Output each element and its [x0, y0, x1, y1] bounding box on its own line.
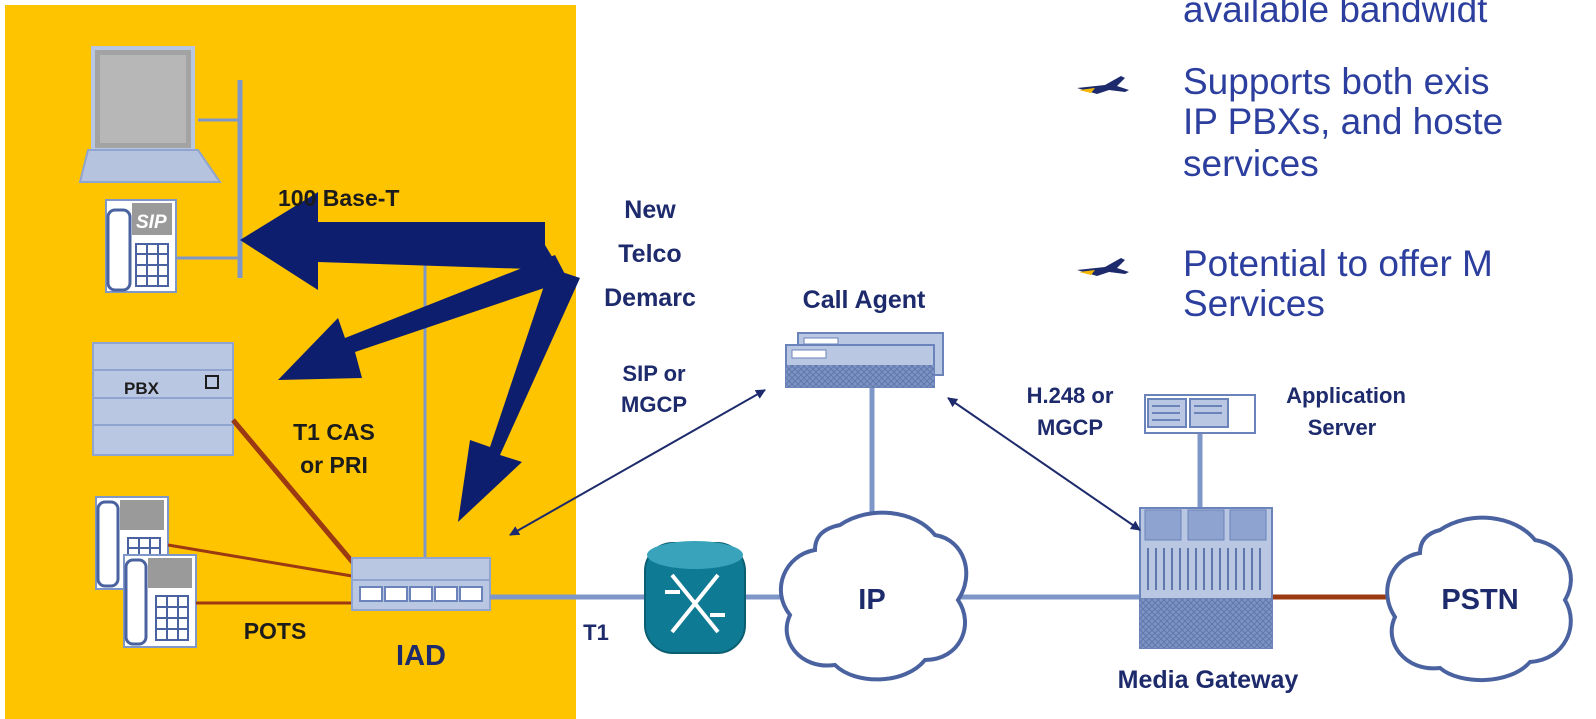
lan-label: 100 Base-T — [278, 185, 399, 211]
h248-signaling-arrow — [947, 397, 1141, 531]
bullet-item-2-line-2: IP PBXs, and hoste — [1183, 101, 1504, 142]
plane-bullet-icon — [1077, 76, 1129, 94]
bullet-item-3-line-2: Services — [1183, 283, 1325, 324]
analog-phone-icon — [123, 554, 197, 648]
bullet-item-3-line-1: Potential to offer M — [1183, 243, 1493, 284]
bullet-item-2-line-1: Supports both exis — [1183, 61, 1490, 102]
plane-bullet-icon — [1077, 258, 1129, 276]
t1-cas-label-line1: T1 CAS — [293, 419, 375, 445]
pstn-cloud-label: PSTN — [1441, 584, 1518, 616]
media-gateway-label: Media Gateway — [1118, 666, 1299, 694]
router-icon — [644, 541, 746, 654]
application-server-label-line1: Application — [1286, 383, 1406, 408]
media-gateway-icon — [1139, 507, 1273, 649]
call-agent-server-icon — [785, 332, 944, 388]
ip-cloud-label: IP — [858, 584, 885, 616]
demarc-label-line2: Telco — [618, 240, 681, 268]
sip-mgcp-label-line1: SIP or — [622, 361, 686, 386]
demarc-arrow-pbx — [278, 255, 568, 380]
demarc-arrows — [240, 192, 580, 522]
t1-label: T1 — [583, 620, 609, 645]
pri-trunk-line — [231, 418, 357, 567]
demarc-label-line1: New — [624, 196, 676, 224]
demarc-label-line3: Demarc — [604, 284, 696, 312]
bullet-item-1-line-1: available bandwidt — [1183, 0, 1488, 30]
sip-phone-icon: SIP — [105, 199, 177, 293]
pstn-cloud-icon — [1385, 515, 1573, 683]
t1-cas-label-line2: or PRI — [300, 452, 368, 478]
customer-premises-area — [5, 5, 576, 719]
iad-label: IAD — [396, 640, 446, 672]
ip-cloud-icon — [779, 510, 969, 682]
iad-device — [351, 557, 491, 611]
demarc-arrow-iad — [458, 268, 580, 522]
application-server-label-line2: Server — [1308, 415, 1377, 440]
laptop-icon — [78, 46, 222, 183]
h248-label-line1: H.248 or — [1027, 383, 1114, 408]
call-agent-label: Call Agent — [803, 286, 926, 314]
h248-label-line2: MGCP — [1037, 415, 1103, 440]
bullet-item-2-line-3: services — [1183, 143, 1319, 184]
sip-phone-label: SIP — [136, 212, 167, 233]
pots-line — [167, 543, 353, 578]
demarc-arrow-lan — [240, 192, 560, 290]
pbx-label: PBX — [124, 379, 160, 398]
sip-signaling-arrow — [509, 389, 766, 536]
pbx-icon: PBX — [92, 342, 234, 456]
pots-label: POTS — [244, 618, 307, 644]
application-server-icon — [1144, 394, 1256, 434]
sip-mgcp-label-line2: MGCP — [621, 392, 687, 417]
